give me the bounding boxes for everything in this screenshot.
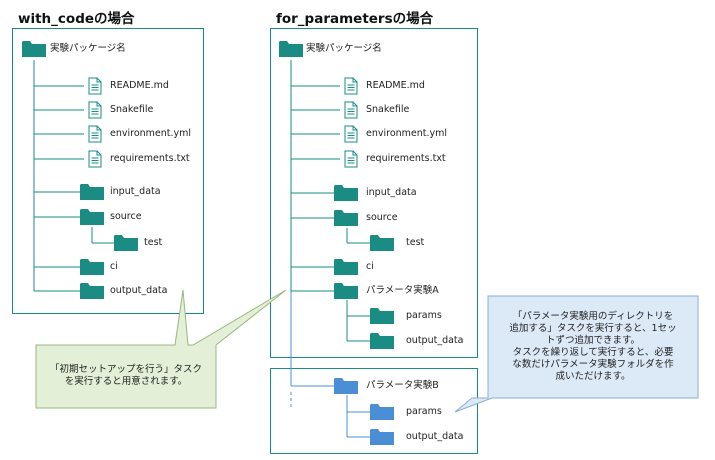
- folder-icon: [80, 183, 104, 201]
- folder-icon: [334, 258, 358, 276]
- requirements-label: requirements.txt: [110, 153, 190, 164]
- add-experiment-callout: 「パラメータ実験用のディレクトリを 追加する」タスクを実行すると、1セッ トずつ…: [490, 311, 696, 383]
- add-experiment-callout-line: 追加する」タスクを実行すると、1セッ: [509, 323, 677, 334]
- root-folder-icon: [22, 40, 46, 58]
- add-experiment-callout-line: 成いただけます。: [555, 371, 631, 382]
- file-icon: [344, 101, 358, 119]
- requirements-label: requirements.txt: [366, 153, 446, 164]
- add-experiment-callout-line: な数だけパラメータ実験フォルダを作: [512, 359, 674, 370]
- add-experiment-callout-line: タスクを繰り返して実行すると、必要: [512, 347, 674, 358]
- setup-callout-line: を実行すると用意されます。: [64, 376, 188, 387]
- folder-icon: [370, 428, 394, 446]
- snakefile-label: Snakefile: [366, 104, 410, 115]
- environment-label: environment.yml: [110, 128, 192, 139]
- environment-label: environment.yml: [366, 128, 448, 139]
- folder-icon: [334, 282, 358, 300]
- folder-icon: [80, 208, 104, 226]
- add-experiment-callout-line: トずつ追加できます。: [545, 335, 641, 346]
- folder-icon: [80, 282, 104, 300]
- add-experiment-callout-line: 「パラメータ実験用のディレクトリを: [512, 311, 674, 322]
- source-label: source: [110, 211, 142, 222]
- readme-label: README.md: [110, 80, 169, 91]
- setup-callout: 「初期セットアップを行う」タスク を実行すると用意されます。: [38, 364, 214, 388]
- folder-icon: [370, 307, 394, 325]
- output-b-label: output_data: [406, 431, 464, 442]
- with-code-panel: [12, 28, 204, 314]
- root-folder-icon: [279, 40, 303, 58]
- readme-label: README.md: [366, 80, 425, 91]
- output-a-label: output_data: [406, 335, 464, 346]
- file-icon: [344, 150, 358, 168]
- experiment-a-label: パラメータ実験A: [366, 285, 439, 296]
- params-b-label: params: [406, 406, 442, 417]
- input-data-label: input_data: [366, 187, 417, 198]
- folder-icon: [334, 209, 358, 227]
- folder-icon: [334, 184, 358, 202]
- folder-icon: [114, 234, 138, 252]
- file-icon: [88, 77, 102, 95]
- file-icon: [88, 150, 102, 168]
- folder-icon: [80, 258, 104, 276]
- folder-icon: [370, 403, 394, 421]
- file-icon: [344, 77, 358, 95]
- with-code-title: with_codeの場合: [18, 11, 135, 27]
- input-data-label: input_data: [110, 186, 161, 197]
- test-label: test: [144, 237, 163, 248]
- file-icon: [88, 125, 102, 143]
- file-icon: [344, 125, 358, 143]
- setup-callout-line: 「初期セットアップを行う」タスク: [49, 364, 202, 375]
- snakefile-label: Snakefile: [110, 104, 154, 115]
- params-a-label: params: [406, 310, 442, 321]
- test-label: test: [406, 237, 425, 248]
- add-experiment-callout-shape: [454, 295, 699, 413]
- source-label: source: [366, 212, 398, 223]
- folder-icon: [370, 234, 394, 252]
- output-data-label: output_data: [110, 285, 168, 296]
- experiment-b-label: パラメータ実験B: [366, 380, 439, 391]
- root-folder-label: 実験パッケージ名: [306, 43, 382, 54]
- ci-label: ci: [110, 261, 118, 272]
- setup-callout-shape: [35, 289, 287, 409]
- folder-icon: [334, 377, 358, 395]
- ci-label: ci: [366, 261, 374, 272]
- file-icon: [88, 101, 102, 119]
- folder-icon: [370, 332, 394, 350]
- for-parameters-title: for_parametersの場合: [276, 11, 434, 27]
- for-parameters-panel: [270, 28, 478, 358]
- root-folder-label: 実験パッケージ名: [50, 43, 126, 54]
